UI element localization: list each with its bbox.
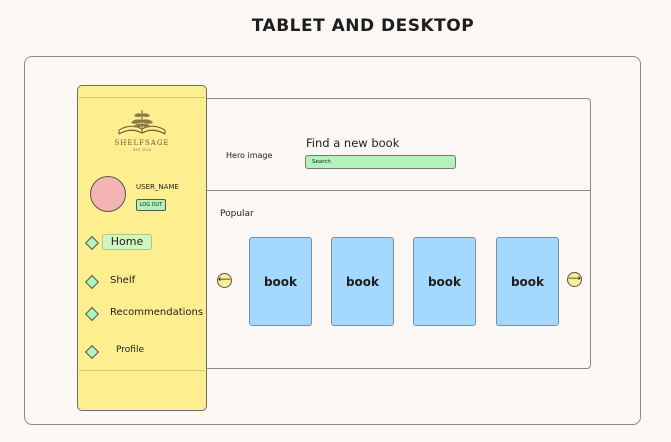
book-card[interactable]: book [249,237,312,326]
logo-name: SHELFSAGE [114,139,170,147]
popular-heading: Popular [220,209,254,219]
sidebar-item-label: Shelf [110,275,136,286]
username: USER_NAME [136,183,179,191]
logout-button[interactable]: LOG OUT [136,199,166,211]
open-book-plant-icon [118,110,166,135]
sidebar-item-label: Profile [116,345,144,355]
logo[interactable]: SHELFSAGE EST. 2024 [110,108,174,166]
carousel-next-button[interactable]: ⟶ [567,272,582,287]
sidebar-divider [79,370,205,371]
avatar[interactable] [90,176,126,212]
find-book-title: Find a new book [306,136,400,150]
search-input[interactable] [305,155,456,169]
book-card[interactable]: book [496,237,559,326]
logo-established: EST. 2024 [133,148,151,152]
sidebar-item-label: Recommendations [110,307,204,318]
arrow-left-icon: ⟵ [218,275,231,285]
hero-divider [204,190,591,191]
arrow-right-icon: ⟶ [568,274,581,284]
hero-image-placeholder: Hero image [226,151,273,160]
book-card[interactable]: book [331,237,394,326]
book-card[interactable]: book [413,237,476,326]
page-title: TABLET AND DESKTOP [251,16,475,36]
carousel-prev-button[interactable]: ⟵ [217,273,232,288]
sidebar-item-label: Home [102,234,152,250]
sidebar-divider [79,97,205,98]
device-frame [24,56,641,425]
